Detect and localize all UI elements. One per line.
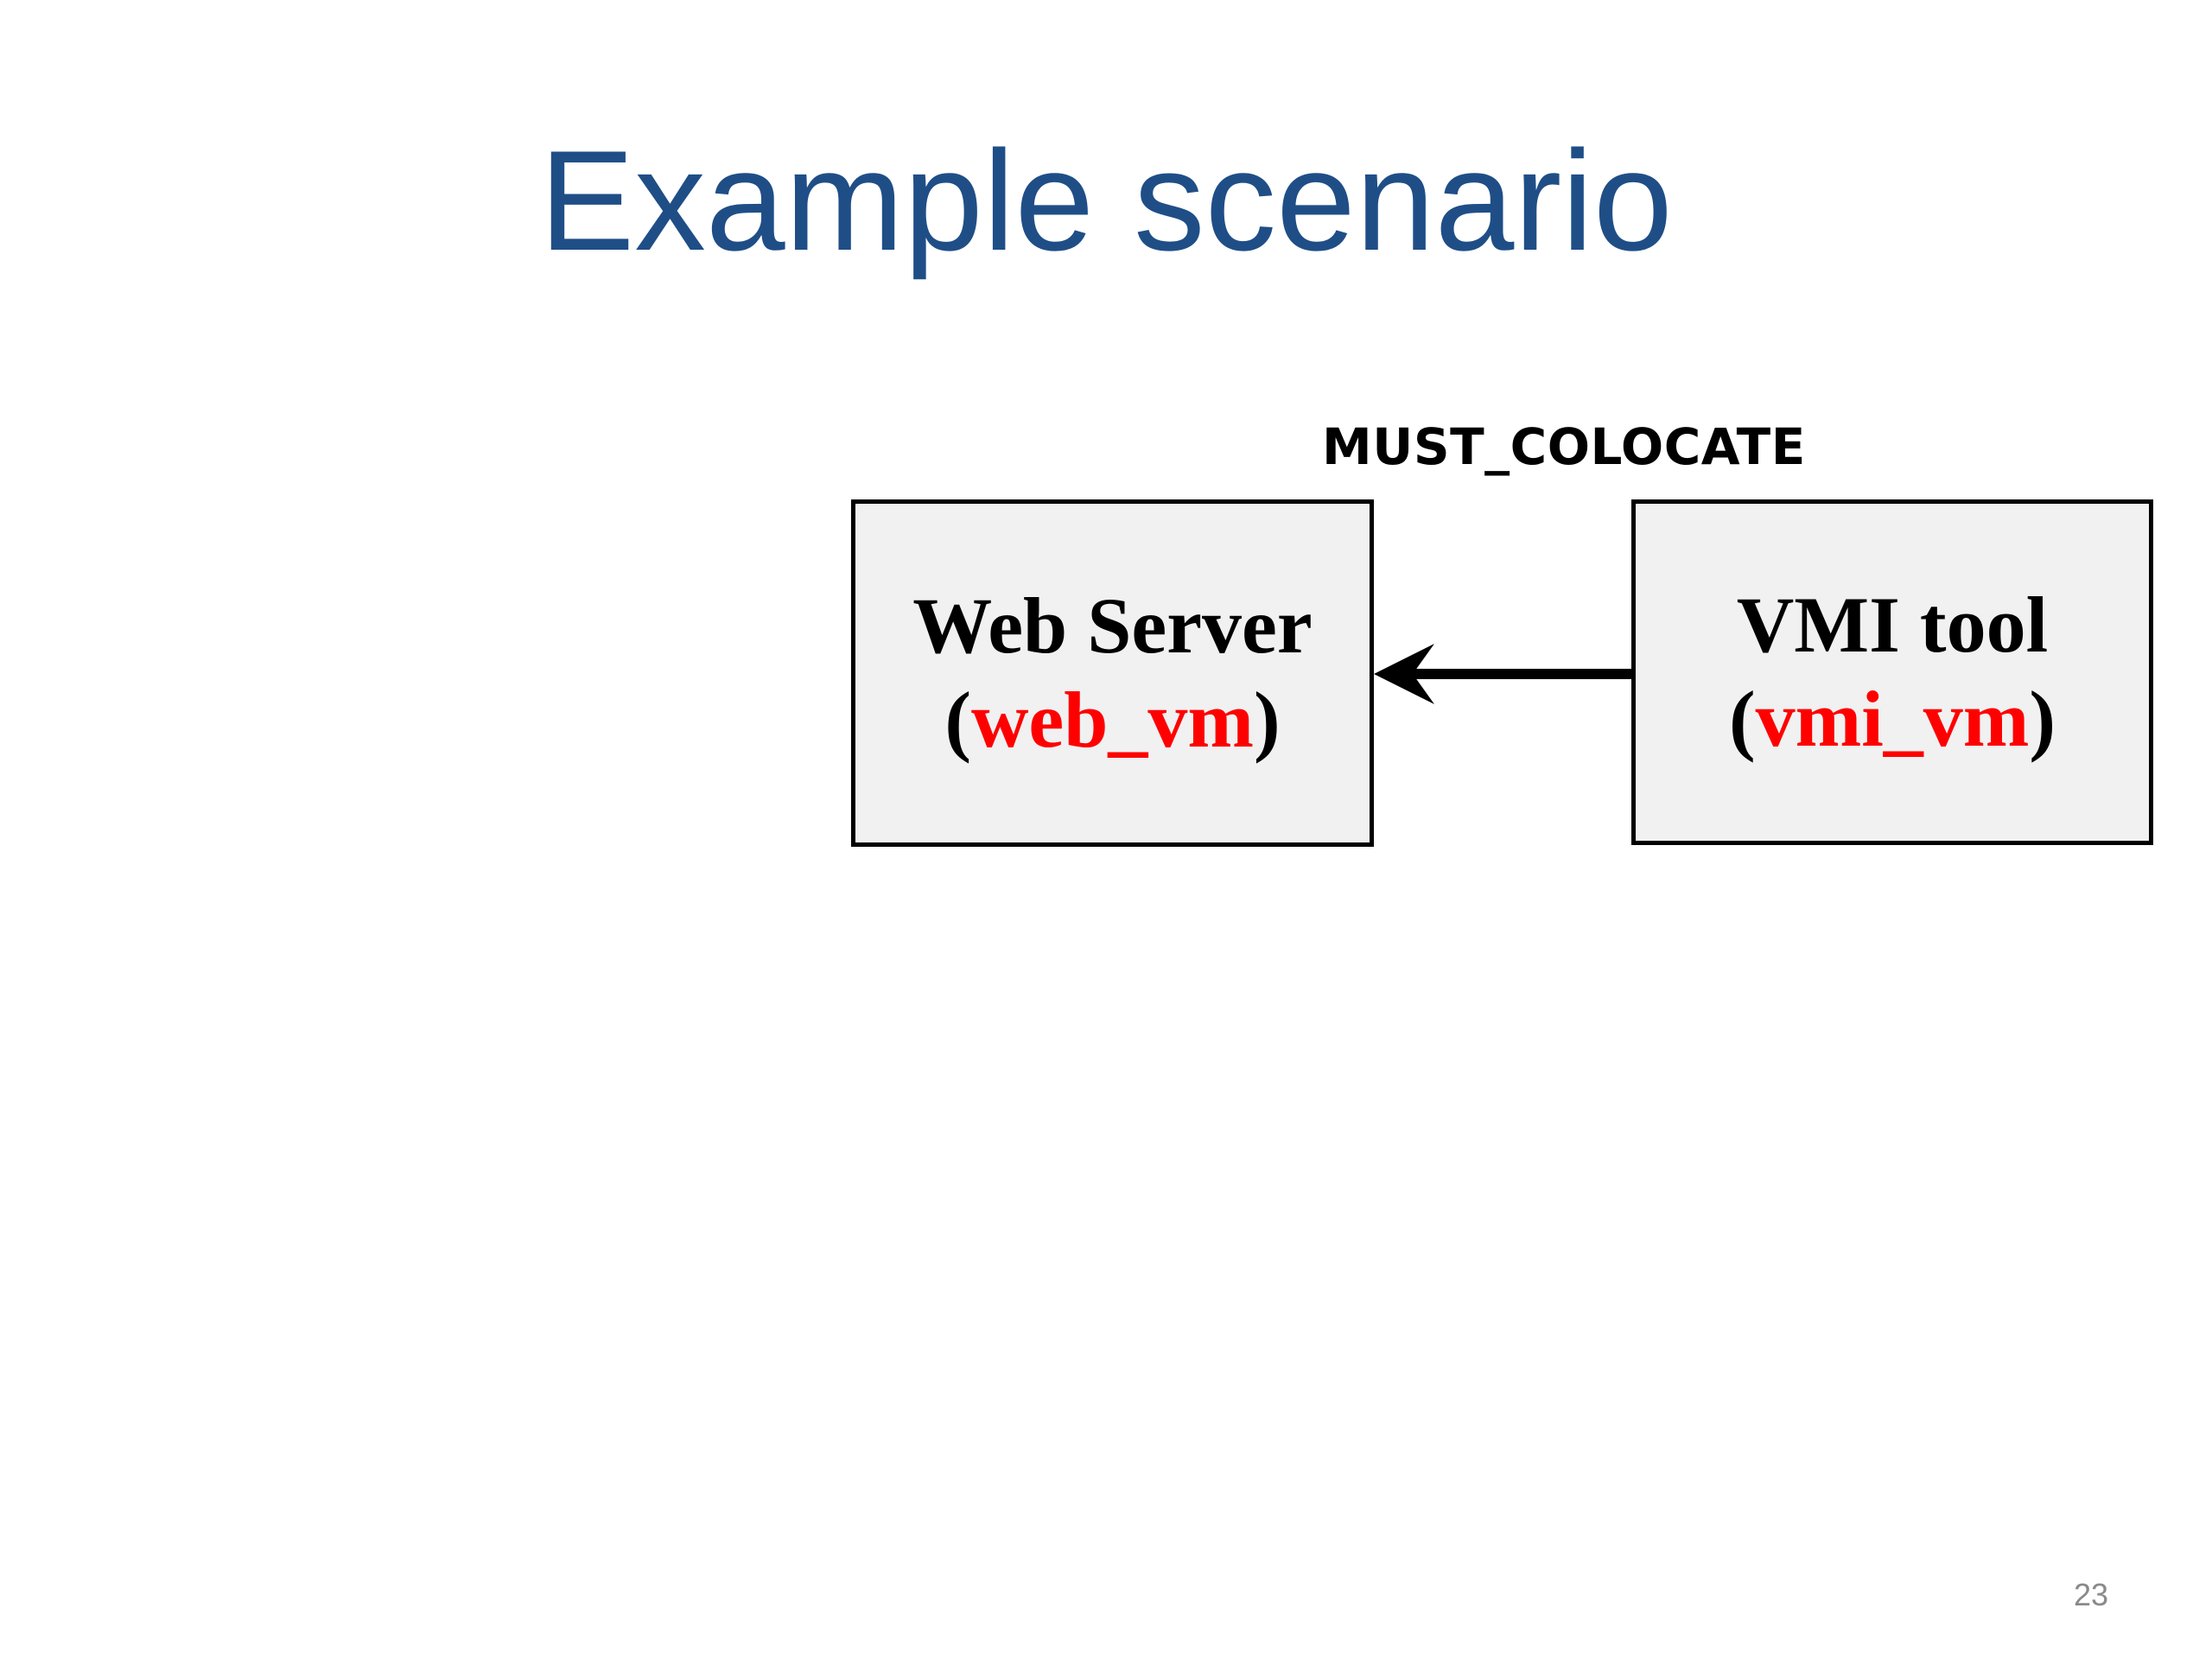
- colocate-arrow: [1374, 644, 1633, 704]
- open-paren: (: [1728, 675, 1756, 763]
- arrow-head: [1374, 644, 1434, 704]
- web-vm-name: web_vm: [970, 676, 1255, 764]
- relation-label: MUST_COLOCATE: [1322, 417, 1806, 476]
- web-server-node: Web Server (web_vm): [851, 499, 1374, 847]
- vmi-tool-vm-line: (vmi_vm): [1729, 672, 2056, 766]
- close-paren: ): [2029, 675, 2056, 763]
- close-paren: ): [1254, 676, 1281, 764]
- open-paren: (: [944, 676, 971, 764]
- vmi-vm-name: vmi_vm: [1755, 675, 2030, 763]
- page-number: 23: [2073, 1577, 2108, 1612]
- web-server-label: Web Server: [912, 582, 1313, 671]
- vmi-tool-node: VMI tool (vmi_vm): [1631, 499, 2153, 845]
- slide-title: Example scenario: [539, 121, 1673, 280]
- vmi-tool-label: VMI tool: [1736, 581, 2049, 670]
- web-server-vm-line: (web_vm): [944, 673, 1280, 767]
